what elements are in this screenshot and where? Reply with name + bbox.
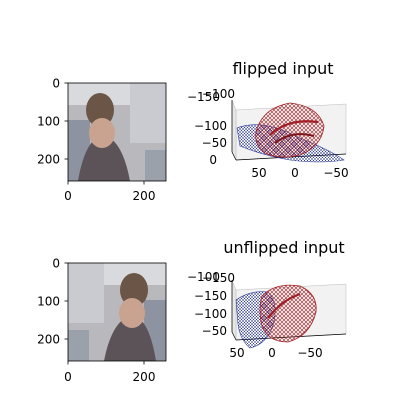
chart-title: flipped input [232,59,333,78]
image-panel-top: 0 100 200 0 200 [37,77,167,203]
x-tick-label: 50 [251,166,266,180]
y-axis-ticks-bottom: 0 100 200 [37,257,68,347]
x-tick-label: 0 [291,166,299,180]
x-axis-ticks-bottom: 0 200 [64,361,155,384]
x-tick-label: 200 [133,189,156,203]
x-tick-label: 50 [229,346,244,360]
x-axis-ticks-top: 0 200 [64,181,155,203]
y-tick-label: 0 [209,153,217,167]
mesh-hand [255,102,325,158]
x-tick-label: 0 [64,189,72,203]
photo-flipped [68,83,166,181]
y-tick-label: 0 [52,257,60,271]
z-tick-label: −100 [202,87,235,101]
y-tick-label: −150 [194,289,227,303]
z-tick-label: −150 [187,90,220,104]
y-axis-ticks-top: 0 100 200 [37,77,68,167]
mesh-hand [259,284,317,343]
x-tick-label: 200 [133,370,156,384]
x-tick-label: −50 [297,346,322,360]
z-tick-label: −150 [202,271,235,285]
chart-title: unflipped input [223,238,344,257]
z-tick-label: −100 [187,270,220,284]
y-tick-label: −100 [194,119,227,133]
photo-unflipped [68,263,166,361]
y-tick-label: 100 [37,115,60,129]
y-tick-label: 200 [37,153,60,167]
x-tick-label: 0 [64,370,72,384]
image-panel-bottom: 0 100 200 0 200 [37,257,167,384]
y-tick-label: 200 [37,333,60,347]
y-tick-label: 0 [52,77,60,91]
mesh-panel-bottom: unflipped input −100 −150 −150 −100 −50 … [187,238,347,360]
y-tick-label: 100 [37,295,60,309]
x-tick-label: −50 [323,166,348,180]
y-tick-label: −100 [194,307,227,321]
y-tick-label: −50 [202,136,227,150]
y-tick-label: −50 [202,324,227,338]
mesh-panel-top: flipped input −150 −100 −100 −50 0 50 0 … [187,59,349,180]
x-tick-label: 0 [268,346,276,360]
